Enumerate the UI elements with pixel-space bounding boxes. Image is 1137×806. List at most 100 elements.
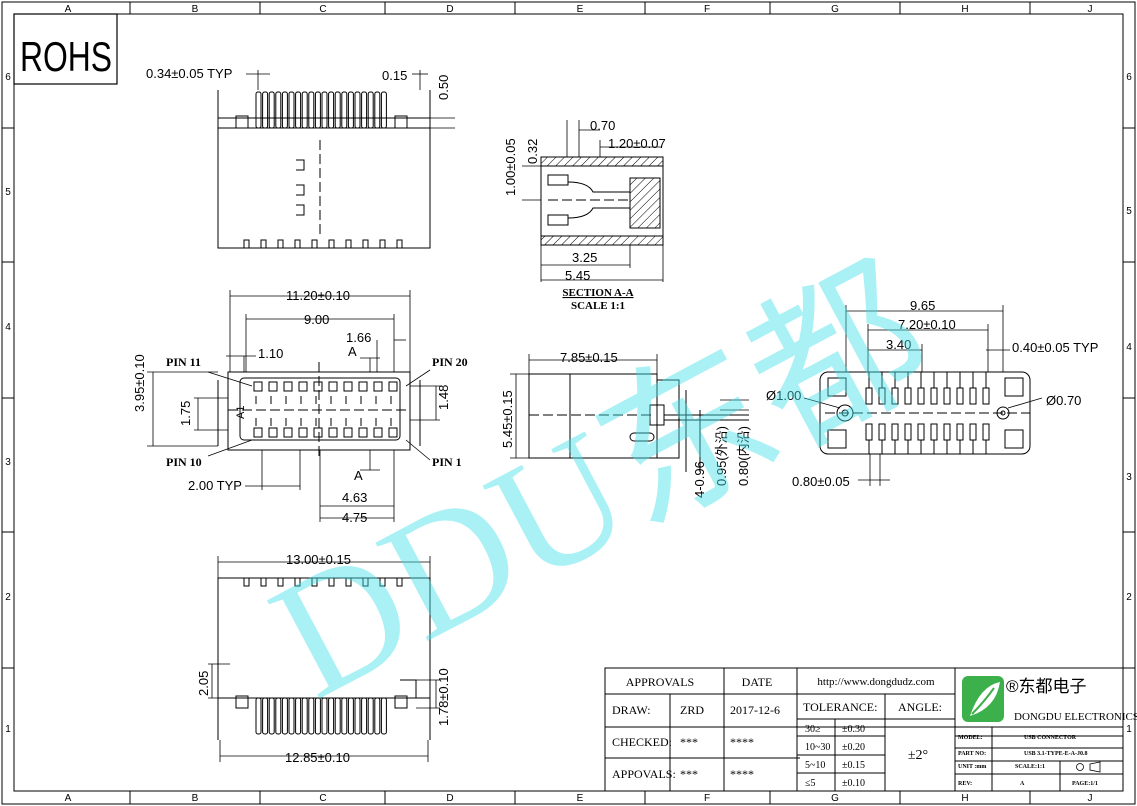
- border-row-labels: 6 5 4 3 2 1 6 5 4 3 2 1: [5, 72, 1132, 735]
- a1-mark: A1: [235, 406, 247, 419]
- dim-325: 3.25: [572, 250, 597, 265]
- bottom-view-pins: [255, 697, 387, 735]
- pin-tail: [379, 239, 386, 248]
- col-label-top: B: [192, 4, 199, 15]
- row-label-right: 4: [1126, 342, 1132, 353]
- dim-080: 0.80(内沿): [736, 426, 751, 486]
- dim-095: 0.95(外沿): [714, 426, 729, 486]
- dim-032: 0.32: [525, 139, 540, 164]
- pin-outline: [268, 91, 275, 129]
- tol-value: ±0.20: [842, 742, 865, 753]
- top-view-dims: 0.34±0.05 TYP 0.15 0.50: [146, 66, 451, 100]
- pin11-label: PIN 11: [166, 355, 201, 369]
- contact-bottom: [313, 427, 323, 438]
- tol-range: 10~30: [805, 742, 830, 753]
- pin-outline: [275, 91, 282, 129]
- pin-outline: [354, 91, 361, 129]
- section-dims: 0.70 1.20±0.07 1.00±0.05 0.32 3.25 5.45: [503, 118, 666, 283]
- unit-label: UNIT :mm: [958, 764, 986, 770]
- pin-outline: [301, 91, 308, 129]
- pin-tail: [294, 578, 301, 587]
- contact-bottom: [388, 427, 398, 438]
- rohs-text: ROHS: [20, 33, 112, 80]
- dim-545-side: 5.45±0.15: [500, 390, 515, 448]
- row-label-left: 5: [5, 187, 11, 198]
- pin-outline: [347, 91, 354, 129]
- pin-outline: [374, 91, 381, 129]
- pad-bottom: [930, 423, 938, 441]
- pin-outline: [341, 697, 348, 735]
- pin-tail: [379, 578, 386, 587]
- pin-tail: [396, 239, 403, 248]
- tol-value: ±0.30: [842, 724, 865, 735]
- angle-value: ±2°: [908, 748, 928, 763]
- pin-tail: [277, 578, 284, 587]
- pin-tail: [396, 578, 403, 587]
- dim-785: 7.85±0.15: [560, 350, 618, 365]
- tol-value: ±0.10: [842, 778, 865, 789]
- pcb-footprint-view: [819, 371, 1031, 455]
- pin-outline: [367, 697, 374, 735]
- contact-bottom: [253, 427, 263, 438]
- tolerance-label: TOLERANCE:: [803, 700, 877, 714]
- contact-bottom: [358, 427, 368, 438]
- pin-tail: [243, 239, 250, 248]
- contact-top: [298, 381, 308, 392]
- page-label: PAGE:1/1: [1072, 781, 1098, 787]
- col-label-bottom: H: [961, 793, 968, 804]
- angle-label: ANGLE:: [898, 700, 942, 714]
- pin-outline: [295, 91, 302, 129]
- model-label: MODEL:: [958, 735, 983, 741]
- row-label-left: 3: [5, 457, 11, 468]
- row-label-right: 2: [1126, 592, 1132, 603]
- pad-top: [969, 387, 977, 405]
- checked-label: CHECKED:: [612, 735, 672, 749]
- pin-outline: [341, 91, 348, 129]
- dim-395: 3.95±0.10: [132, 354, 147, 412]
- scale-label: SCALE:1:1: [1015, 764, 1045, 770]
- dim-pitch: 0.34±0.05 TYP: [146, 66, 232, 81]
- contact-bottom: [343, 427, 353, 438]
- pin-outline: [288, 697, 295, 735]
- dim-040: 0.40±0.05 TYP: [1012, 340, 1098, 355]
- contact-top: [358, 381, 368, 392]
- section-scale-text: SCALE 1:1: [571, 300, 625, 312]
- pin-outline: [262, 91, 269, 129]
- appovals-name: ***: [680, 767, 698, 781]
- dim-015: 0.15: [382, 68, 407, 83]
- contact-top: [343, 381, 353, 392]
- col-label-top: D: [446, 4, 453, 15]
- tol-range: 30≥: [805, 724, 821, 735]
- dim-096: 4-0.96: [692, 461, 707, 498]
- title-block: [604, 667, 1124, 792]
- contact-top: [313, 381, 323, 392]
- pcb-dims: 9.65 7.20±0.10 3.40 0.40±0.05 TYP Ø1.00 …: [766, 298, 1098, 489]
- pin-outline: [361, 697, 368, 735]
- pin-outline: [328, 697, 335, 735]
- pin-outline: [321, 697, 328, 735]
- pcb-dim-lines: [803, 305, 1043, 486]
- dim-148: 1.48: [436, 385, 451, 410]
- row-label-right: 1: [1126, 724, 1132, 735]
- draw-label: DRAW:: [612, 703, 651, 717]
- pin-outline: [281, 91, 288, 129]
- dim-340: 3.40: [886, 337, 911, 352]
- col-label-bottom: J: [1088, 793, 1093, 804]
- contact-top: [253, 381, 263, 392]
- pad-top: [956, 387, 964, 405]
- side-view: [528, 373, 749, 472]
- col-label-top: E: [577, 4, 584, 15]
- pin-outline: [275, 697, 282, 735]
- row-label-right: 5: [1126, 206, 1132, 217]
- top-view-bottom-pins: [243, 239, 403, 248]
- model-value: USB CONNECTOR: [1024, 735, 1077, 741]
- company-url: http://www.dongdudz.com: [817, 676, 935, 688]
- rev-label: REV:: [958, 781, 972, 787]
- company-name: ®东都电子 DONGDU ELECTRONICS: [1006, 677, 1137, 723]
- dim-166: 1.66: [346, 330, 371, 345]
- col-label-top: J: [1088, 4, 1093, 15]
- pin-outline: [288, 91, 295, 129]
- pad-bottom: [943, 423, 951, 441]
- bottom-view: [217, 577, 431, 740]
- pin-outline: [361, 91, 368, 129]
